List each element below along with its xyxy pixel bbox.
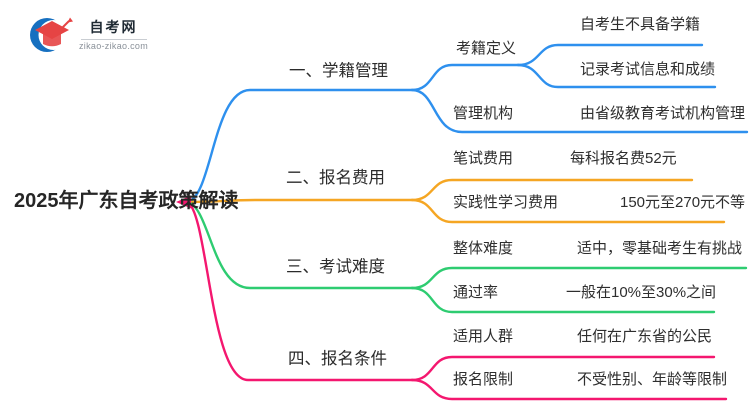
branch-4-node-2-line (410, 378, 728, 401)
branch-3-node-2-leaf-1: 一般在10%至30%之间 (566, 284, 717, 301)
branch-1-node-2-leaf-1: 由省级教育考试机构管理 (580, 105, 746, 122)
branch-4-line (185, 200, 414, 382)
branch-3-node-2-line (410, 286, 716, 314)
branch-4-node-2-leaf-1: 不受性别、年龄等限制 (577, 371, 728, 388)
logo-cap-base (43, 34, 61, 47)
root-arrowhead-icon (176, 195, 191, 209)
branch-3-node-2-label: 通过率 (453, 284, 499, 301)
branch-2-node-1-leaf-1: 每科报名费52元 (570, 150, 677, 167)
branch-2-line (185, 198, 414, 204)
brand-name: 自考网 (89, 19, 138, 35)
branch-4-label: 四、报名条件 (288, 350, 387, 368)
branch-1-node-2-label: 管理机构 (453, 105, 514, 122)
branch-4-node-2-label: 报名限制 (453, 371, 514, 388)
branch-1-line (185, 88, 414, 204)
branch-4-node-1-line (410, 355, 716, 382)
branch-1-node-1-label: 考籍定义 (456, 40, 517, 57)
root-node: 2025年广东自考政策解读 (14, 190, 239, 212)
logo-arrow-head (67, 17, 73, 23)
branch-1-node-1-leaf-1-line (516, 43, 704, 67)
branch-3-label: 三、考试难度 (286, 258, 385, 276)
branch-1-node-1-leaf-1: 自考生不具备学籍 (580, 16, 701, 33)
branch-1-node-1-leaf-2-line (516, 63, 717, 89)
branch-2-node-1-label: 笔试费用 (453, 150, 514, 167)
branch-3-node-1-leaf-1: 适中，零基础考生有挑战 (577, 240, 743, 257)
logo-divider (80, 39, 147, 40)
branch-2-node-1-line (410, 178, 694, 202)
branch-1-node-1-leaf-2: 记录考试信息和成绩 (580, 61, 716, 78)
graduation-cap-icon (30, 17, 73, 52)
branch-4-node-1-label: 适用人群 (453, 328, 514, 345)
brand-domain: zikao-zikao.com (79, 41, 149, 51)
branch-1-label: 一、学籍管理 (289, 62, 388, 80)
branch-2-node-2-label: 实践性学习费用 (453, 194, 559, 211)
branch-2-node-2-line (410, 198, 726, 224)
branch-1-node-2-line (410, 88, 749, 134)
branch-4-node-1-leaf-1: 任何在广东省的公民 (577, 328, 713, 345)
logo-cap-top (35, 21, 69, 39)
branch-2-node-2-leaf-1: 150元至270元不等 (620, 194, 746, 211)
branch-3-node-1-line (410, 266, 748, 290)
branch-2-label: 二、报名费用 (286, 169, 385, 187)
branch-3-node-1-label: 整体难度 (453, 240, 514, 257)
branch-1-node-1-line (410, 63, 520, 92)
branch-3-line (185, 200, 414, 290)
site-logo: 自考网 zikao-zikao.com (28, 12, 148, 56)
